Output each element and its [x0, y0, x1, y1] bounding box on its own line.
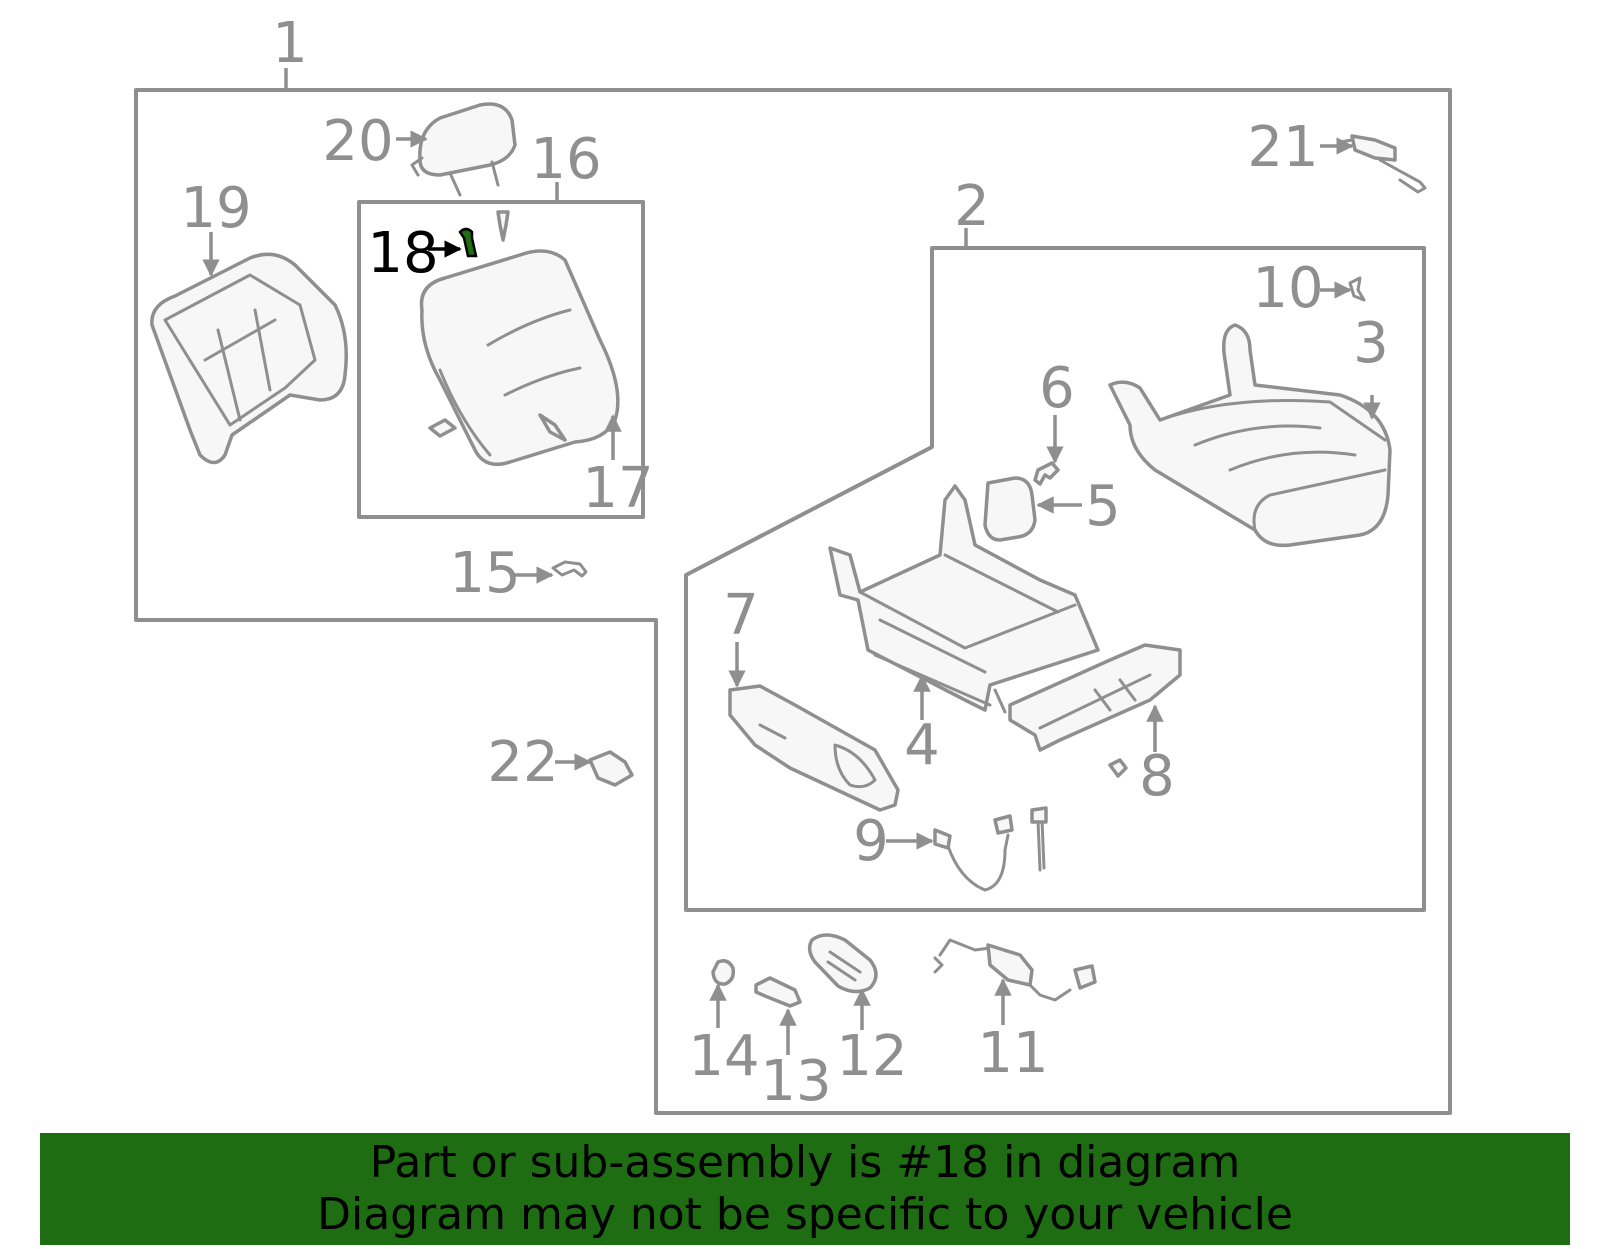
callout-3: 3	[1353, 311, 1389, 376]
part-13-switch	[754, 976, 802, 1008]
part-9-harness	[933, 806, 1048, 892]
part-22-cap	[588, 750, 634, 787]
part-4-seat-frame	[828, 484, 1100, 714]
callout-2: 2	[954, 174, 990, 239]
callout-14: 14	[688, 1024, 759, 1089]
part-5-bracket	[983, 476, 1037, 542]
part-10-clip	[1348, 276, 1366, 302]
callout-12: 12	[836, 1024, 907, 1089]
part-14-clip	[711, 959, 736, 986]
part-11-harness	[933, 938, 1097, 1002]
callout-15: 15	[449, 541, 520, 606]
part-15-clip	[551, 560, 588, 578]
part-6-bolt	[1033, 461, 1060, 486]
callout-13: 13	[760, 1049, 831, 1114]
subassembly-box-2	[684, 246, 1426, 912]
callout-6: 6	[1039, 356, 1075, 421]
callout-16: 16	[530, 127, 601, 192]
subassembly-box-16	[357, 200, 645, 519]
part-7-side-cover	[728, 684, 900, 812]
callout-arrows	[202, 130, 1381, 1055]
info-banner: Part or sub-assembly is #18 in diagram D…	[40, 1133, 1570, 1245]
callout-4: 4	[904, 713, 940, 778]
part-18-clip	[458, 227, 478, 258]
callout-5: 5	[1085, 474, 1121, 539]
part-20-headrest	[410, 102, 517, 197]
callout-8: 8	[1139, 744, 1175, 809]
part-8-side-rail	[1008, 643, 1182, 778]
callout-18[interactable]: 18	[367, 221, 438, 286]
callout-10: 10	[1252, 256, 1323, 321]
banner-line-2: Diagram may not be specific to your vehi…	[317, 1189, 1293, 1240]
part-3-seat-cushion	[1108, 323, 1392, 548]
part-12-switch-panel	[807, 933, 878, 994]
callout-7: 7	[723, 583, 759, 648]
callout-22: 22	[487, 730, 558, 795]
banner-line-1: Part or sub-assembly is #18 in diagram	[369, 1137, 1241, 1188]
callout-11: 11	[977, 1021, 1048, 1086]
callout-19: 19	[180, 176, 251, 241]
callout-1: 1	[272, 11, 308, 76]
part-17-seat-back	[419, 210, 620, 466]
callout-17: 17	[582, 456, 653, 521]
callout-20: 20	[322, 109, 393, 174]
callout-21: 21	[1247, 115, 1318, 180]
assembly-outline-1	[134, 88, 1452, 1115]
callout-9: 9	[853, 809, 889, 874]
part-19-back-panel	[150, 252, 348, 465]
part-21-harness	[1338, 134, 1427, 194]
